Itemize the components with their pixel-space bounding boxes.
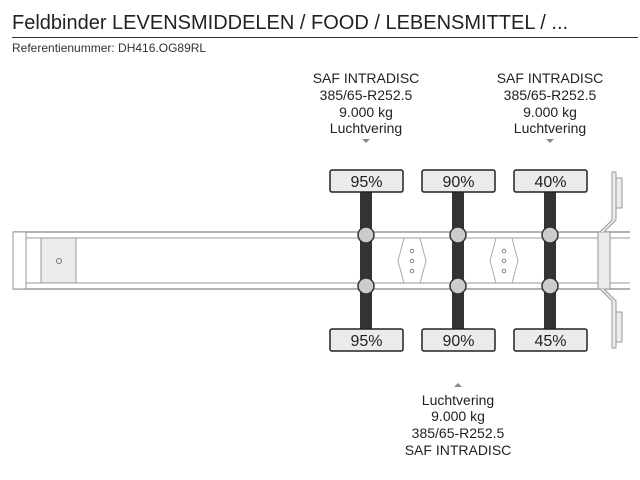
bolt-icon xyxy=(501,248,507,254)
axle-type: SAF INTRADISC xyxy=(497,70,604,86)
chassis-body xyxy=(13,232,630,288)
trailer-chassis xyxy=(12,171,630,349)
rear-bumper xyxy=(597,231,611,290)
bolt-icon xyxy=(501,258,507,264)
wheel-hub xyxy=(541,226,559,244)
axle-bar xyxy=(360,192,372,329)
tyre-top xyxy=(421,169,496,193)
axle-1: SAF INTRADISC 385/65-R252.5 9.000 kg Luc… xyxy=(313,70,420,352)
tyre-tread-bottom: 90% xyxy=(442,333,474,350)
axle-tyre-size: 385/65-R252.5 xyxy=(504,87,597,103)
wheel-hub xyxy=(357,277,375,295)
kingpin-plate xyxy=(40,237,77,284)
tyre-tread-top: 90% xyxy=(442,174,474,191)
bracket-1 xyxy=(397,237,427,284)
wheel-hub xyxy=(541,277,559,295)
axle-suspension: Luchtvering xyxy=(330,120,402,136)
arrow-down-icon xyxy=(362,139,370,143)
tyre-top xyxy=(329,169,404,193)
tyre-tread-top: 40% xyxy=(534,174,566,191)
axle-load: 9.000 kg xyxy=(339,104,393,120)
axle-3: SAF INTRADISC 385/65-R252.5 9.000 kg Luc… xyxy=(497,70,604,352)
tyre-tread-top: 95% xyxy=(350,174,382,191)
axle-bar xyxy=(544,192,556,329)
wheel-hub xyxy=(449,226,467,244)
axle-suspension: Luchtvering xyxy=(422,392,494,408)
arrow-up-icon xyxy=(454,383,462,387)
axle-bar xyxy=(452,192,464,329)
bolt-icon xyxy=(409,268,415,274)
wheel-hub xyxy=(449,277,467,295)
rear-light-bottom xyxy=(615,311,623,343)
tyre-bottom xyxy=(421,328,496,352)
axle-type: SAF INTRADISC xyxy=(405,442,512,458)
axle-load: 9.000 kg xyxy=(431,408,485,424)
reference-number: Referentienummer: DH416.OG89RL xyxy=(12,41,207,55)
front-bumper xyxy=(12,231,27,290)
rear-light-bracket-top xyxy=(599,171,617,233)
tyre-tread-bottom: 45% xyxy=(534,333,566,350)
tyre-tread-bottom: 95% xyxy=(350,333,382,350)
tyre-bottom xyxy=(513,328,588,352)
rear-light-top xyxy=(615,177,623,209)
axle-suspension: Luchtvering xyxy=(514,120,586,136)
page-title: Feldbinder LEVENSMIDDELEN / FOOD / LEBEN… xyxy=(12,12,569,34)
axle-tyre-size: 385/65-R252.5 xyxy=(320,87,413,103)
axle-load: 9.000 kg xyxy=(523,104,577,120)
wheel-hub xyxy=(357,226,375,244)
tyre-top xyxy=(513,169,588,193)
arrow-down-icon xyxy=(546,139,554,143)
axle-tyre-size: 385/65-R252.5 xyxy=(412,425,505,441)
kingpin-icon xyxy=(56,258,62,264)
title-divider xyxy=(12,37,638,38)
bolt-icon xyxy=(501,268,507,274)
rear-light-bracket-bottom xyxy=(599,288,617,349)
tyre-bottom xyxy=(329,328,404,352)
axle-type: SAF INTRADISC xyxy=(313,70,420,86)
bracket-2 xyxy=(489,237,519,284)
bolt-icon xyxy=(409,258,415,264)
bolt-icon xyxy=(409,248,415,254)
axle-2: 90% 90% Luchtvering 9.000 kg 385/65-R252… xyxy=(405,169,512,458)
